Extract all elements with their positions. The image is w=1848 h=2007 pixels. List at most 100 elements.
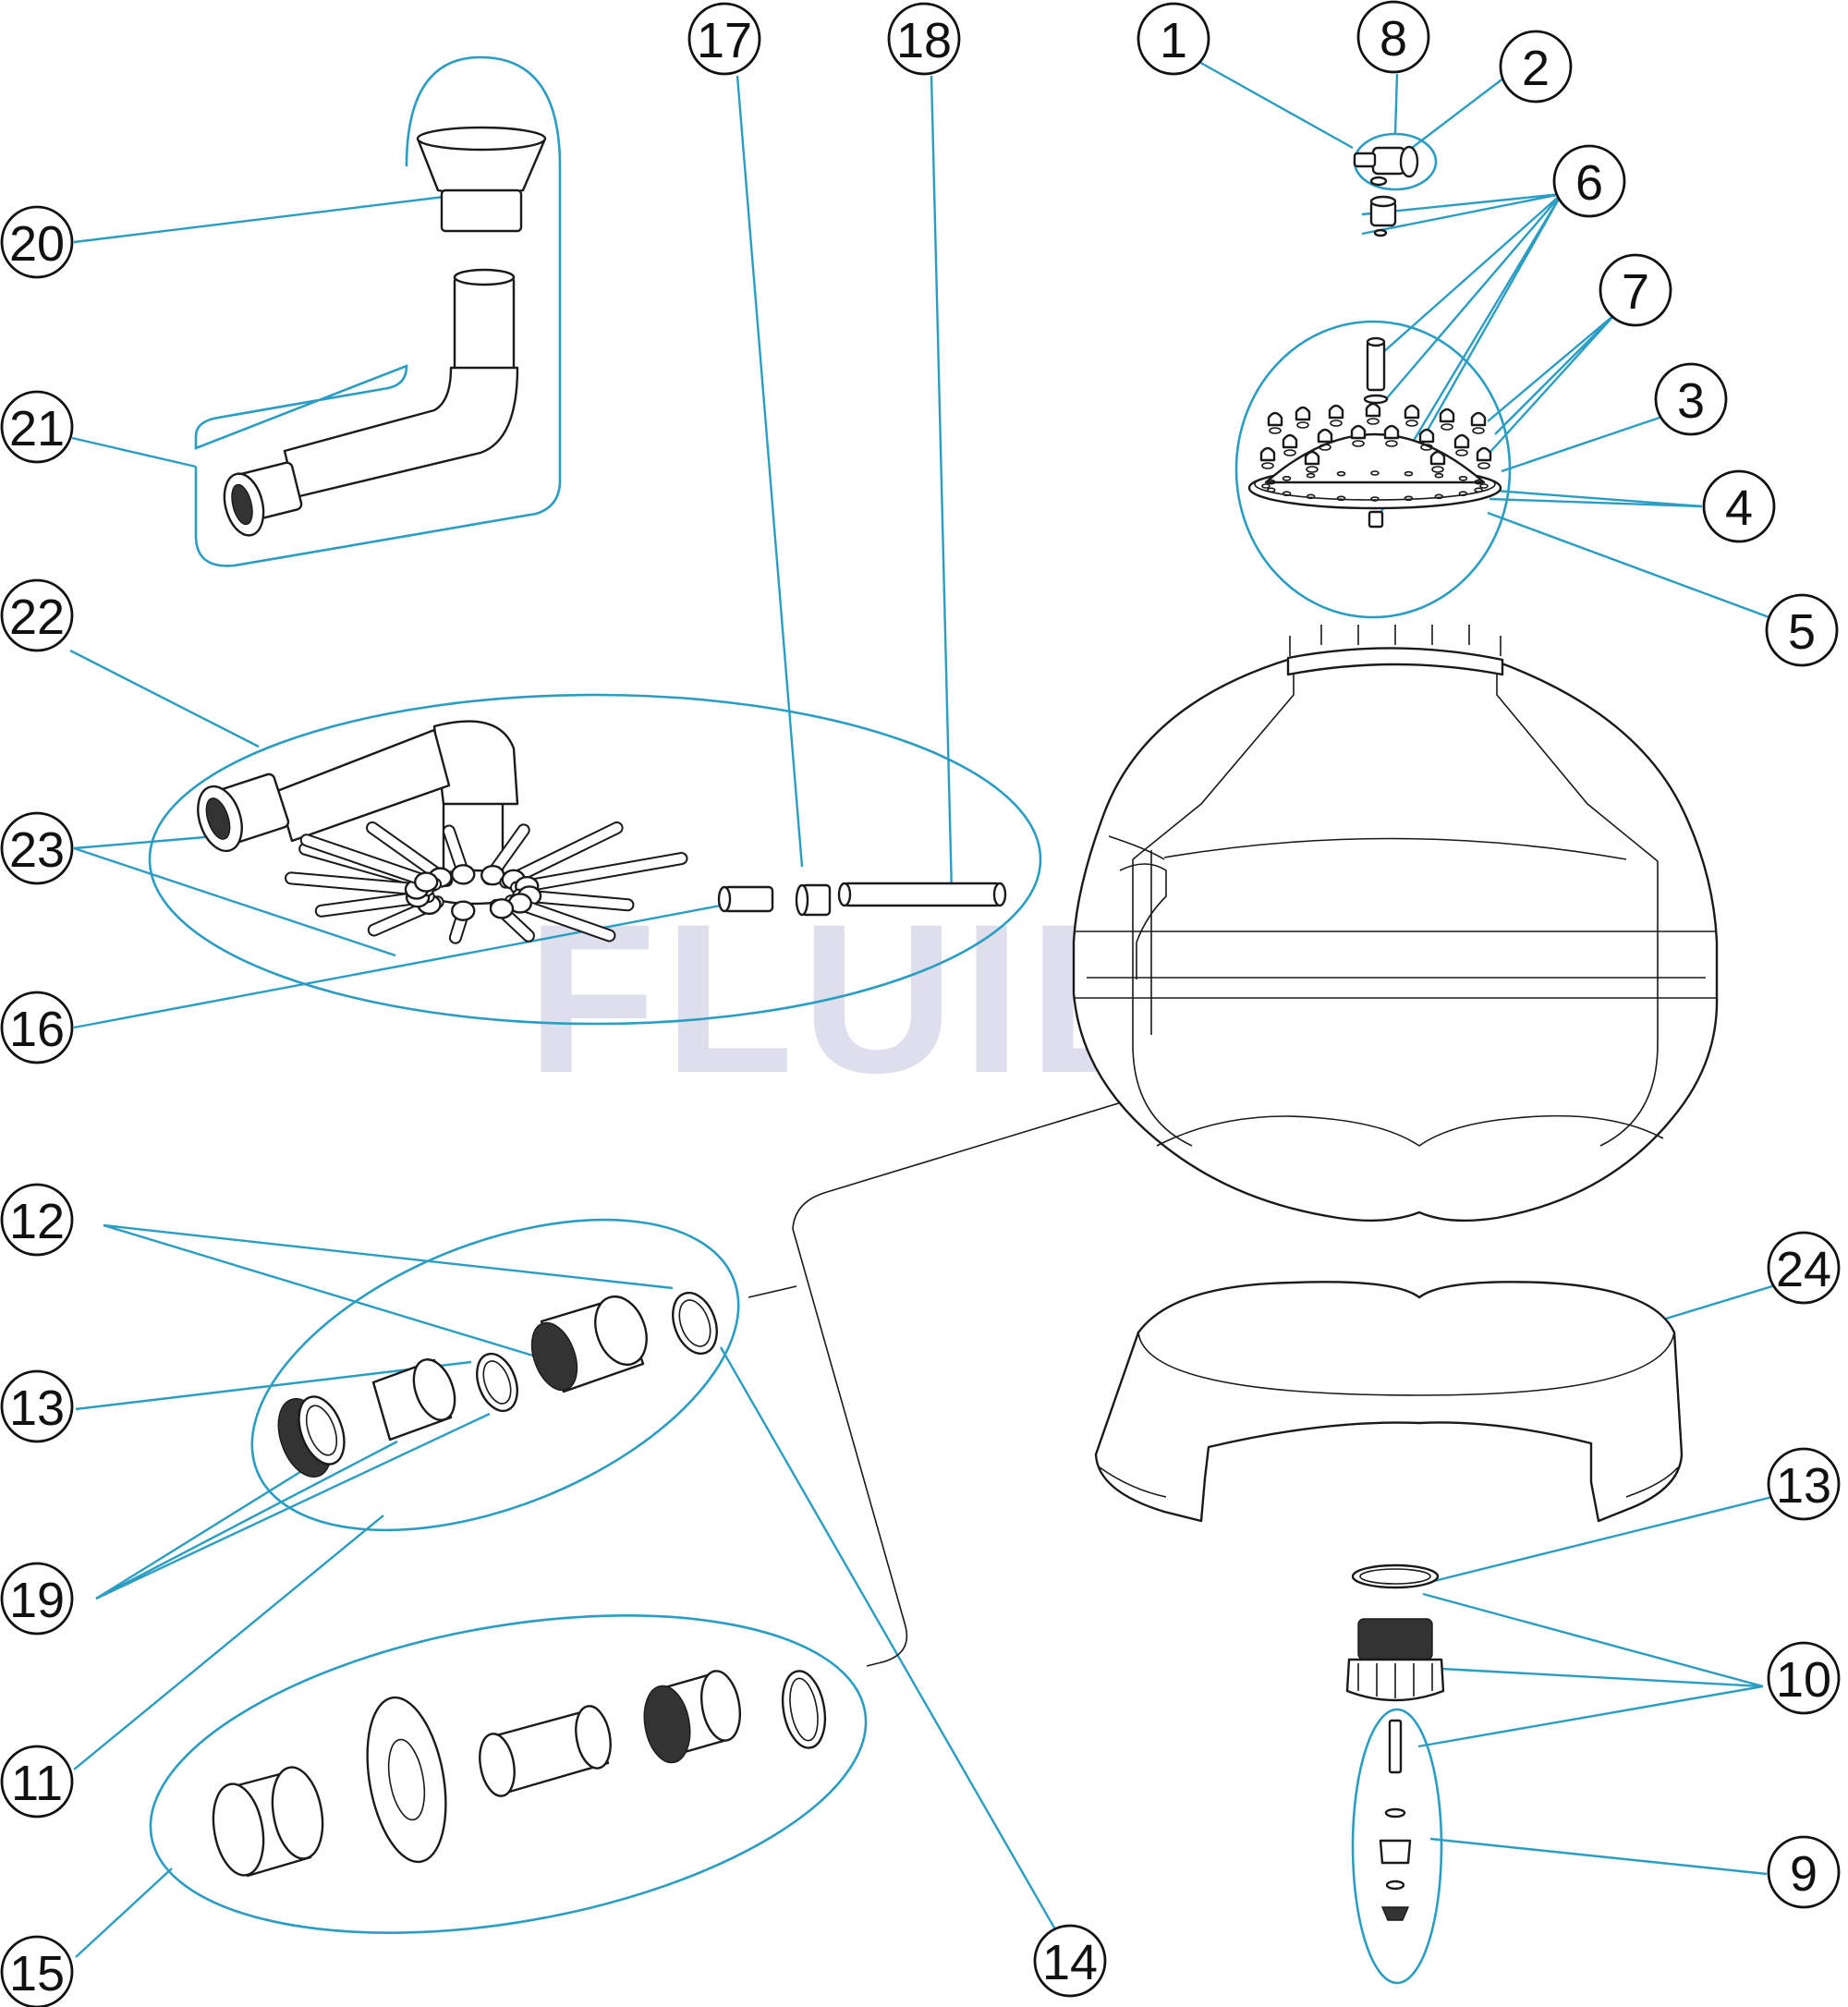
callout-c20: 20 xyxy=(0,205,74,279)
flange-hole xyxy=(1266,479,1276,485)
callout-c10: 10 xyxy=(1767,1641,1841,1715)
flange-hole xyxy=(1336,495,1346,502)
flange-hole xyxy=(1404,470,1414,477)
callout-number: 2 xyxy=(1522,41,1550,96)
group-11 xyxy=(250,1218,740,1532)
callout-number: 20 xyxy=(9,216,65,272)
callout-c11: 11 xyxy=(0,1745,74,1818)
lid-bolt xyxy=(1350,424,1367,447)
group-22 xyxy=(148,693,1042,1026)
assembly-connector-line xyxy=(792,1094,1147,1667)
lid-bolt xyxy=(1304,450,1320,473)
lid-bolt xyxy=(1453,433,1470,456)
callout-number: 13 xyxy=(9,1381,65,1436)
union-fittings-11 xyxy=(277,1291,718,1478)
callout-number: 10 xyxy=(1776,1652,1831,1708)
drain-assembly xyxy=(1345,1563,1445,1921)
flange-hole xyxy=(1479,483,1489,489)
callout-number: 9 xyxy=(1790,1846,1818,1902)
callout-number: 19 xyxy=(9,1573,65,1628)
callout-number: 8 xyxy=(1380,11,1407,67)
callout-c16: 16 xyxy=(0,991,74,1064)
laterals xyxy=(285,821,688,944)
hub-assembly-22 xyxy=(197,720,530,906)
callout-c18: 18 xyxy=(887,2,961,76)
valve-fitting-1-2-8 xyxy=(1353,145,1419,187)
lid-bolt xyxy=(1439,407,1455,431)
callout-c3: 3 xyxy=(1654,362,1728,436)
callout-number: 4 xyxy=(1725,480,1753,536)
lid-bolt xyxy=(1404,404,1420,427)
lid-bolt xyxy=(1418,428,1435,451)
lateral-arm xyxy=(448,900,476,944)
part-6-small xyxy=(1369,195,1397,237)
callout-c24: 24 xyxy=(1767,1231,1841,1305)
flange-hole xyxy=(1404,495,1414,502)
callout-number: 13 xyxy=(1776,1458,1831,1514)
flange-hole xyxy=(1434,472,1444,479)
flange-hole xyxy=(1261,483,1270,489)
callout-c9: 9 xyxy=(1767,1835,1841,1909)
lateral-arm xyxy=(442,824,476,885)
leader-lines xyxy=(69,59,1775,1958)
flange-hole xyxy=(1458,475,1468,481)
callout-number: 18 xyxy=(896,13,952,68)
lateral-arm xyxy=(499,821,624,891)
callout-c15: 15 xyxy=(0,1935,74,2007)
lid-bolt xyxy=(1365,402,1381,425)
lid-bolt xyxy=(1383,424,1400,447)
callout-number: 21 xyxy=(9,401,65,456)
callout-c8: 8 xyxy=(1356,0,1430,74)
callout-number: 1 xyxy=(1160,13,1187,68)
flange-hole xyxy=(1282,475,1292,481)
callout-c17: 17 xyxy=(687,2,761,76)
flange-hole xyxy=(1282,491,1292,497)
callout-c7: 7 xyxy=(1599,253,1672,327)
lid-bolt xyxy=(1317,428,1333,451)
lid-bolt xyxy=(1429,450,1446,473)
flange-hole xyxy=(1336,470,1346,477)
group-15 xyxy=(149,1614,868,1934)
callout-number: 22 xyxy=(9,590,65,645)
group-outlines xyxy=(148,55,1512,1985)
collector-20-21 xyxy=(223,126,547,537)
callout-number: 24 xyxy=(1776,1242,1831,1297)
callout-c19: 19 xyxy=(0,1562,74,1636)
lateral-arm xyxy=(299,833,443,893)
group-9 xyxy=(1351,1708,1443,1985)
group-20-21 xyxy=(194,55,562,567)
lid-bolt xyxy=(1267,411,1283,434)
extension-17-18 xyxy=(717,882,1007,917)
callout-c5: 5 xyxy=(1765,593,1839,667)
filter-tank xyxy=(1072,647,1719,1222)
flange-hole xyxy=(1474,487,1484,493)
lateral-arm xyxy=(480,823,530,886)
lid-bolt xyxy=(1470,411,1487,434)
callout-c4: 4 xyxy=(1702,469,1776,543)
callout-c21: 21 xyxy=(0,390,74,464)
callout-number: 3 xyxy=(1677,373,1705,429)
callout-number: 7 xyxy=(1622,264,1649,320)
lid-bolt xyxy=(1295,406,1311,429)
callout-number: 5 xyxy=(1788,604,1816,660)
flange-hole xyxy=(1434,493,1444,500)
callout-number: 16 xyxy=(9,1002,65,1057)
callout-c12: 12 xyxy=(0,1183,74,1257)
flange-hole xyxy=(1266,487,1276,493)
callout-number: 23 xyxy=(9,822,65,878)
callout-c22: 22 xyxy=(0,578,74,652)
flange-hole xyxy=(1458,491,1468,497)
lateral-arm xyxy=(489,898,535,943)
lid-bolt xyxy=(1282,433,1298,456)
callout-c2: 2 xyxy=(1499,30,1573,103)
lateral-arm xyxy=(512,885,635,912)
callout-c13b: 13 xyxy=(1767,1447,1841,1521)
flange-hole xyxy=(1474,479,1484,485)
callout-number: 11 xyxy=(11,1756,63,1811)
tank-base-24 xyxy=(1094,1281,1684,1523)
lateral-arm xyxy=(504,893,616,943)
callout-c13a: 13 xyxy=(0,1369,74,1443)
lid-bolt xyxy=(1259,446,1276,469)
